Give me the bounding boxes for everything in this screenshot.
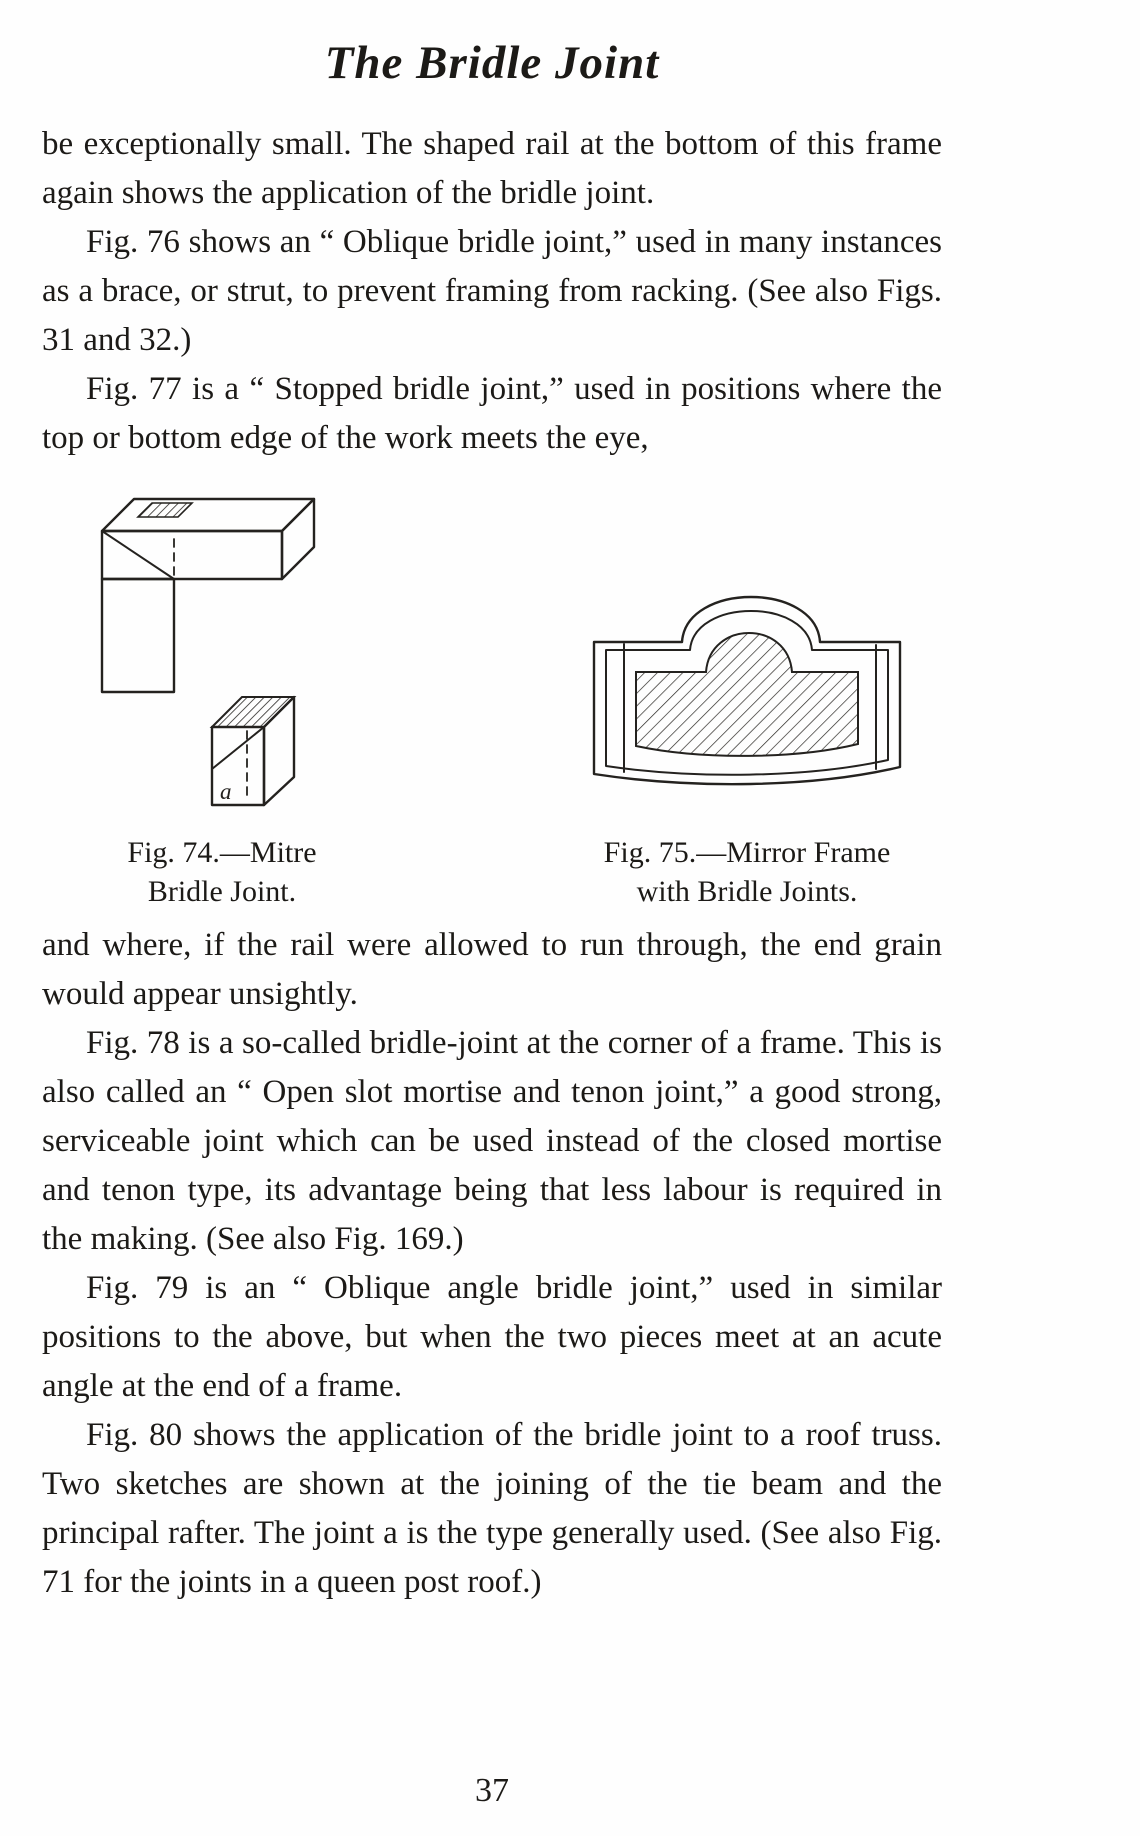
mitre-bridle-joint-drawing: a bbox=[100, 497, 316, 807]
figure-74: a Fig. 74.—Mitre Bridle Joint. bbox=[92, 487, 352, 911]
paragraph-fig80: Fig. 80 shows the application of the bri… bbox=[42, 1417, 942, 1600]
paragraph-fig77: Fig. 77 is a “ Stopped bridle joint,” us… bbox=[42, 371, 942, 456]
figures-row: a Fig. 74.—Mitre Bridle Joint. bbox=[42, 463, 942, 911]
figure-75: Fig. 75.—Mirror Frame with Bridle Joints… bbox=[582, 582, 912, 911]
figure-75-caption: Fig. 75.—Mirror Frame with Bridle Joints… bbox=[604, 833, 891, 911]
mirror-frame-drawing bbox=[592, 595, 902, 786]
paragraph-fig79: Fig. 79 is an “ Oblique angle bridle joi… bbox=[42, 1270, 942, 1404]
paragraph-continuation: be exceptionally small. The shaped rail … bbox=[42, 126, 942, 211]
caption-line-2: with Bridle Joints. bbox=[636, 875, 858, 908]
text-block-top: be exceptionally small. The shaped rail … bbox=[42, 120, 942, 463]
figure-74-caption: Fig. 74.—Mitre Bridle Joint. bbox=[127, 833, 316, 911]
paragraph-fig78: Fig. 78 is a so-called bridle-joint at t… bbox=[42, 1025, 942, 1257]
page-number: 37 bbox=[475, 1772, 509, 1809]
caption-line-2: Bridle Joint. bbox=[147, 875, 297, 908]
paragraph-fig76: Fig. 76 shows an “ Oblique bridle joint,… bbox=[42, 224, 942, 358]
page-title: The Bridle Joint bbox=[324, 37, 660, 89]
caption-line-1: Fig. 75.—Mirror Frame bbox=[603, 836, 891, 869]
part-label-a: a bbox=[220, 779, 232, 804]
paragraph-continuation: and where, if the rail were allowed to r… bbox=[42, 927, 942, 1012]
caption-line-1: Fig. 74.—Mitre bbox=[127, 836, 317, 869]
text-block-bottom: and where, if the rail were allowed to r… bbox=[42, 921, 942, 1607]
